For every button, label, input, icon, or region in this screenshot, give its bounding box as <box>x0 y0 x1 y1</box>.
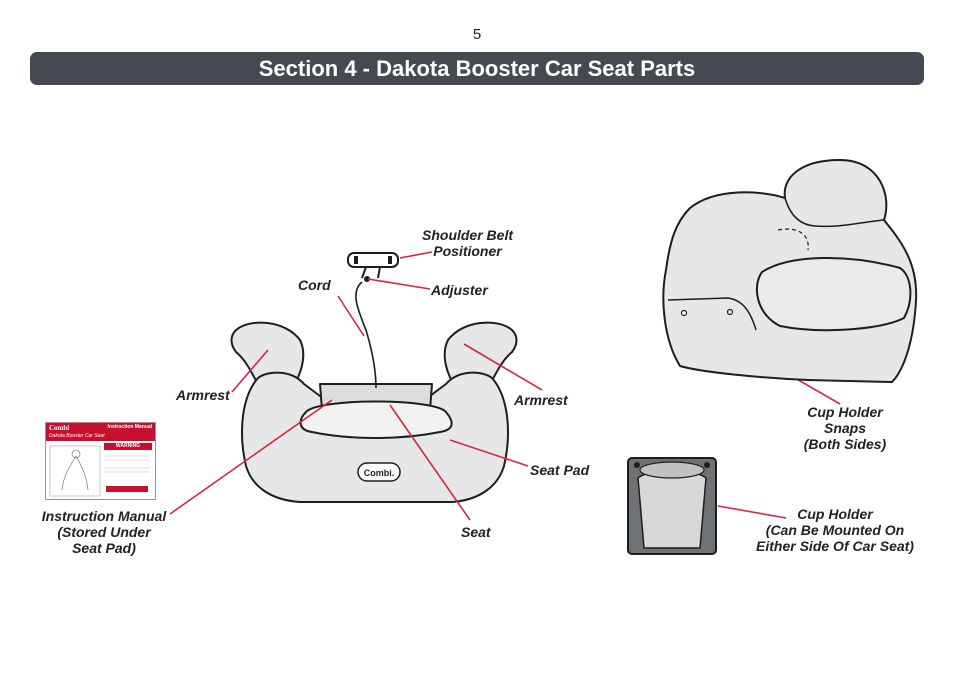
label-cup-holder: Cup Holder (Can Be Mounted On Either Sid… <box>756 506 914 554</box>
manual-brand: Combi <box>49 424 70 432</box>
label-seat-pad: Seat Pad <box>530 462 590 478</box>
booster-seat <box>230 321 518 503</box>
seat-logo-badge <box>357 462 401 482</box>
page-number: 5 <box>472 26 482 43</box>
label-armrest-left: Armrest <box>176 387 230 403</box>
seat-pad-shape <box>299 400 453 439</box>
label-cup-holder-snaps: Cup Holder Snaps (Both Sides) <box>803 404 887 452</box>
label-shoulder-belt-positioner: Shoulder Belt Positioner <box>422 227 514 259</box>
label-adjuster: Adjuster <box>431 282 488 298</box>
instruction-manual-cover: Combi Instruction Manual Dakota Booster … <box>45 422 156 500</box>
cord-shape <box>355 281 377 389</box>
label-seat: Seat <box>461 524 491 540</box>
cup-holder-shape <box>627 457 717 555</box>
section-title: Section 4 - Dakota Booster Car Seat Part… <box>30 52 924 85</box>
seat-logo: Combi. <box>364 468 395 478</box>
manual-warning-badge: WARNING <box>104 443 152 450</box>
manual-illustration <box>49 445 150 497</box>
manual-title: Instruction Manual <box>107 424 152 430</box>
label-armrest-right: Armrest <box>514 392 568 408</box>
label-cord: Cord <box>298 277 331 293</box>
label-instruction-manual: Instruction Manual (Stored Under Seat Pa… <box>41 508 167 556</box>
manual-subtitle: Dakota Booster Car Seat <box>49 433 105 439</box>
shoulder-belt-positioner <box>347 252 399 389</box>
booster-seat-side-view <box>662 159 918 383</box>
